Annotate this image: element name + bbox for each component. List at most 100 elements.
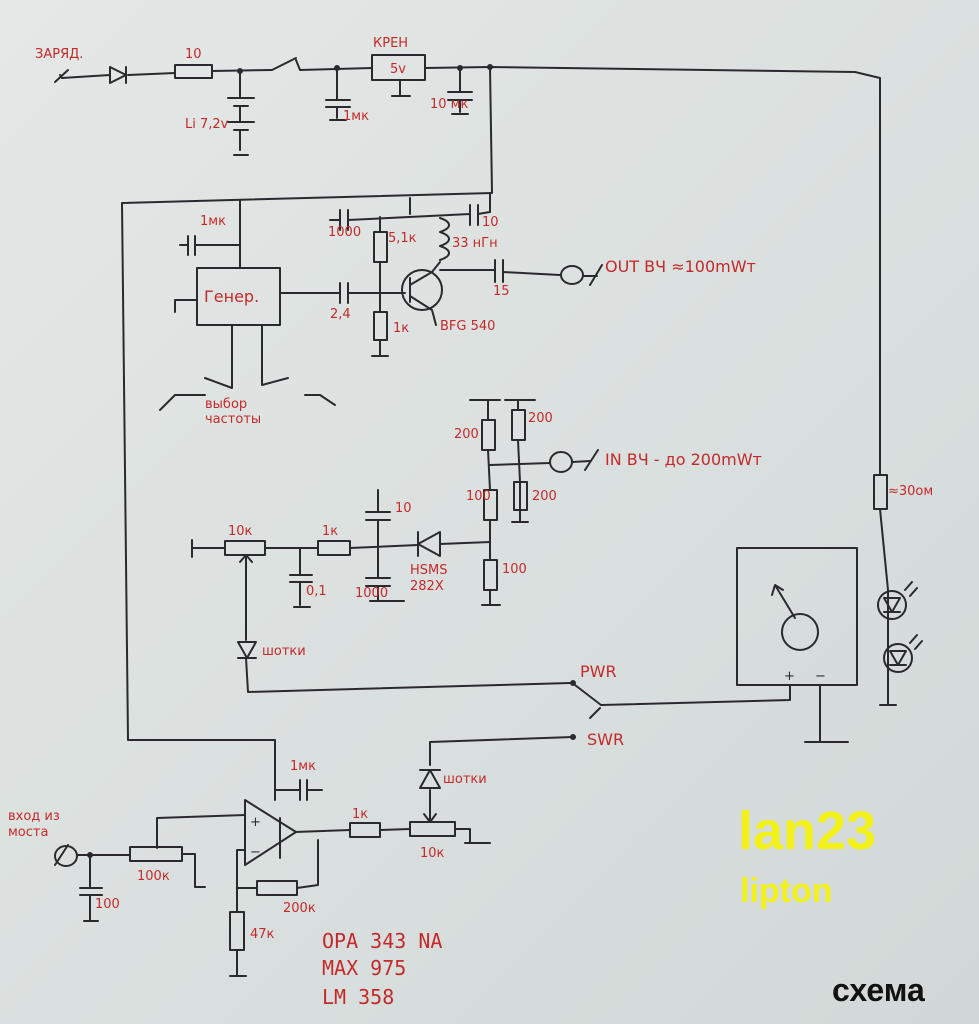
label-meter-plus: +	[784, 669, 795, 684]
resistor-1k-base-icon	[373, 311, 388, 341]
label-r-1k-base: 1к	[393, 321, 409, 336]
battery-icon	[227, 71, 255, 156]
label-inductor: 33 нГн	[452, 236, 498, 251]
label-c-in: 1мк	[343, 109, 369, 124]
pot-10k-icon	[224, 540, 266, 556]
label-battery: Li 7,2v	[185, 117, 229, 132]
regulator-box	[371, 54, 426, 81]
label-c-1000-mid: 1000	[355, 586, 388, 601]
bridge-input-connector-icon	[54, 845, 78, 867]
opamp-feedback	[156, 814, 319, 977]
resistor-100b-icon	[483, 559, 498, 591]
diode-schottky1-icon	[237, 641, 571, 693]
label-c-15: 15	[493, 284, 510, 299]
pwr-swr-switch-icon	[574, 684, 602, 719]
generator-box	[196, 267, 281, 326]
resistor-1k-out-icon	[349, 822, 381, 838]
diode-hsms-icon	[417, 531, 441, 557]
freq-select-switch-icon	[159, 324, 336, 411]
label-r-200b: 200	[528, 411, 553, 426]
label-transistor: BFG 540	[440, 319, 495, 334]
label-c-24: 2,4	[330, 307, 351, 322]
transistor-leads	[409, 261, 441, 326]
label-r-47k: 47к	[250, 927, 275, 942]
regulator-ground	[391, 79, 411, 97]
label-c-100: 100	[95, 897, 120, 912]
label-pot-10k-out: 10к	[420, 846, 445, 861]
label-r-200c: 200	[532, 489, 557, 504]
label-r-100a: 100	[466, 489, 491, 504]
watermark-author: lan23	[738, 801, 877, 861]
label-pot-10k: 10к	[228, 524, 253, 539]
cap-10-1000-icons	[365, 489, 405, 602]
resistor-47k-icon	[229, 911, 245, 951]
attenuator-wires	[469, 399, 551, 606]
label-freq-select-2: частоты	[205, 412, 261, 427]
label-opamp-1: OPA 343 NA	[322, 929, 442, 953]
label-generator: Генер.	[204, 287, 259, 306]
swr-wire	[429, 736, 574, 823]
label-freq-select-1: выбор	[205, 397, 247, 412]
in-terminal-icon	[571, 449, 599, 471]
label-r-charge: 10	[185, 47, 202, 62]
gen-ground	[174, 299, 198, 313]
resistor-51k-icon	[373, 231, 388, 263]
meter-box	[736, 547, 858, 686]
cap-1000-10-icons	[329, 192, 491, 231]
meter-needle-icon	[771, 584, 796, 619]
label-bridge-input-1: вход из	[8, 809, 60, 824]
label-c-1000: 1000	[328, 225, 361, 240]
label-c-10-mid: 10	[395, 501, 412, 516]
label-pwr: PWR	[580, 662, 617, 681]
label-c-01: 0,1	[306, 584, 327, 599]
label-opamp-minus: −	[250, 845, 261, 860]
resistor-charge-icon	[174, 64, 213, 79]
resistor-100a-icon	[483, 489, 498, 521]
out-connector-icon	[560, 265, 584, 285]
label-opamp-2: MAX 975	[322, 956, 406, 980]
label-c-gen: 1мк	[200, 214, 226, 229]
cap-opamp-icon	[274, 779, 323, 859]
transistor-icon	[401, 269, 443, 311]
label-c-out: 10 мк	[430, 97, 468, 112]
label-hsms-1: HSMS	[410, 563, 448, 578]
label-c-10: 10	[482, 215, 499, 230]
label-opamp-3: LM 358	[322, 985, 394, 1009]
label-meter-minus: −	[815, 669, 826, 684]
diode-charge-icon	[109, 66, 127, 84]
label-schottky-2: шотки	[443, 772, 487, 787]
label-c-opamp: 1мк	[290, 759, 316, 774]
label-swr: SWR	[587, 730, 624, 749]
label-r-30: ≈30ом	[888, 484, 933, 499]
detector-wire	[191, 539, 491, 558]
out-terminal-icon	[582, 264, 603, 286]
watermark-title: схема	[832, 972, 925, 1008]
charge-terminal-icon	[54, 69, 69, 83]
label-r-200a: 200	[454, 427, 479, 442]
resistor-200k-icon	[256, 880, 298, 896]
led2-icon	[883, 643, 913, 673]
pot-10k-out-icon	[409, 821, 456, 837]
cap-out-icon	[447, 67, 473, 115]
cap-01-icon	[289, 547, 313, 608]
label-r-1k-mid: 1к	[322, 524, 338, 539]
label-regulator-value: 5v	[390, 62, 406, 77]
label-regulator: КРЕН	[373, 36, 408, 51]
cap-gen-icon	[179, 199, 241, 269]
label-r-51k: 5,1к	[388, 231, 417, 246]
led1-symbol	[883, 581, 918, 613]
resistor-200b-icon	[511, 409, 526, 441]
label-bridge-input-2: моста	[8, 825, 48, 840]
input-wire	[77, 853, 206, 922]
label-r-100b: 100	[502, 562, 527, 577]
meter-plus-wire	[600, 684, 791, 706]
label-out-hf: OUT ВЧ ≈100mWт	[605, 257, 756, 276]
bridge-input-terminal-icon	[54, 844, 69, 866]
pot-wiper	[239, 554, 253, 641]
label-charge: ЗАРЯД.	[35, 47, 83, 62]
cap-in-icon	[325, 67, 351, 121]
cap-15-icon	[439, 259, 561, 283]
resistor-30-icon	[873, 474, 888, 510]
label-opamp-plus: +	[250, 815, 261, 830]
